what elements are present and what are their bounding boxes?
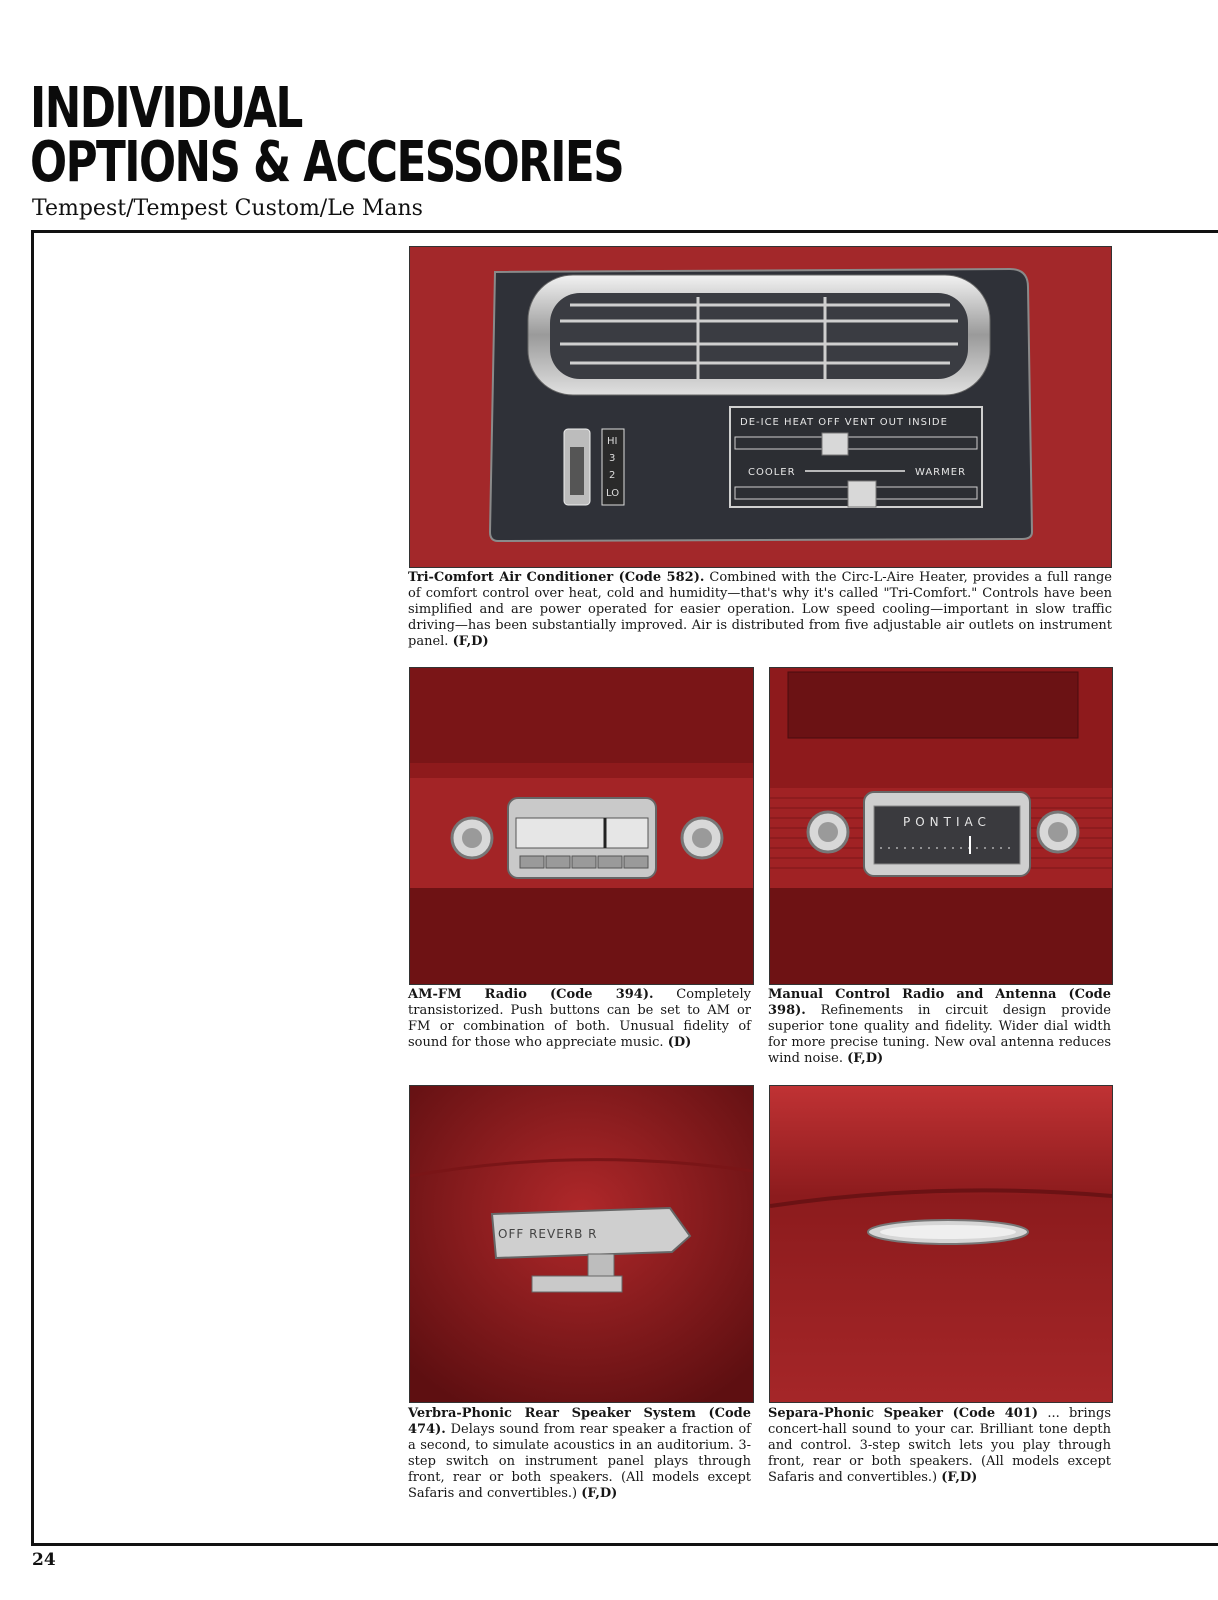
ac-text: Combined with the Circ-L-Aire Heater, pr…: [408, 570, 1112, 649]
verbra-phonic-photo: OFF REVERB R: [409, 1085, 754, 1403]
pontiac-dial-label: PONTIAC: [903, 815, 991, 829]
title-line-2: OPTIONS & ACCESSORIES: [30, 130, 625, 195]
title-line-1: INDIVIDUAL: [30, 76, 303, 141]
manual-radio-codes: (F,D): [847, 1051, 884, 1066]
amfm-text: Completely transistorized. Push buttons …: [408, 987, 751, 1050]
ac-caption: Tri-Comfort Air Conditioner (Code 582). …: [408, 570, 1112, 650]
ac-photo: HI 3 2 LO DE-ICE HEAT OFF VENT OUT INSID…: [409, 246, 1112, 568]
fan-3-label: 3: [609, 453, 615, 464]
separa-phonic-caption: Separa-Phonic Speaker (Code 401) ... bri…: [768, 1406, 1111, 1486]
manual-radio-text: Refinements in circuit design provide su…: [768, 1003, 1111, 1066]
manual-radio-caption: Manual Control Radio and Antenna (Code 3…: [768, 987, 1111, 1067]
ac-modes-label: DE-ICE HEAT OFF VENT OUT INSIDE: [740, 417, 948, 428]
ac-codes: (F,D): [452, 634, 489, 649]
verbra-phonic-name: Verbra-Phonic Rear Speaker System (Code …: [408, 1406, 751, 1437]
amfm-radio-photo: [409, 667, 754, 985]
amfm-caption: AM-FM Radio (Code 394). Completely trans…: [408, 987, 751, 1051]
page-title: INDIVIDUAL OPTIONS & ACCESSORIES: [30, 76, 625, 195]
verbra-phonic-text: Delays sound from rear speaker a fractio…: [408, 1422, 751, 1501]
manual-radio-name: Manual Control Radio and Antenna (Code 3…: [768, 987, 1111, 1018]
page-number: 24: [32, 1550, 56, 1570]
verbra-switch-label: OFF REVERB R: [498, 1227, 598, 1241]
page-subtitle: Tempest/Tempest Custom/Le Mans: [32, 196, 423, 221]
amfm-codes: (D): [667, 1035, 692, 1050]
ac-name: Tri-Comfort Air Conditioner (Code 582).: [408, 570, 705, 585]
fan-2-label: 2: [609, 470, 615, 481]
separa-phonic-name: Separa-Phonic Speaker (Code 401): [768, 1406, 1039, 1421]
fan-lo-label: LO: [606, 488, 619, 499]
separa-phonic-photo: [769, 1085, 1113, 1403]
warmer-label: WARMER: [915, 467, 966, 478]
amfm-name: AM-FM Radio (Code 394).: [408, 987, 654, 1002]
content-frame: [31, 230, 1218, 1546]
verbra-phonic-codes: (F,D): [581, 1486, 618, 1501]
verbra-phonic-caption: Verbra-Phonic Rear Speaker System (Code …: [408, 1406, 751, 1502]
separa-phonic-text: ... brings concert-hall sound to your ca…: [768, 1406, 1112, 1485]
manual-radio-photo: PONTIAC: [769, 667, 1113, 985]
fan-hi-label: HI: [607, 436, 617, 447]
separa-phonic-codes: (F,D): [941, 1470, 978, 1485]
cooler-label: COOLER: [748, 467, 796, 478]
